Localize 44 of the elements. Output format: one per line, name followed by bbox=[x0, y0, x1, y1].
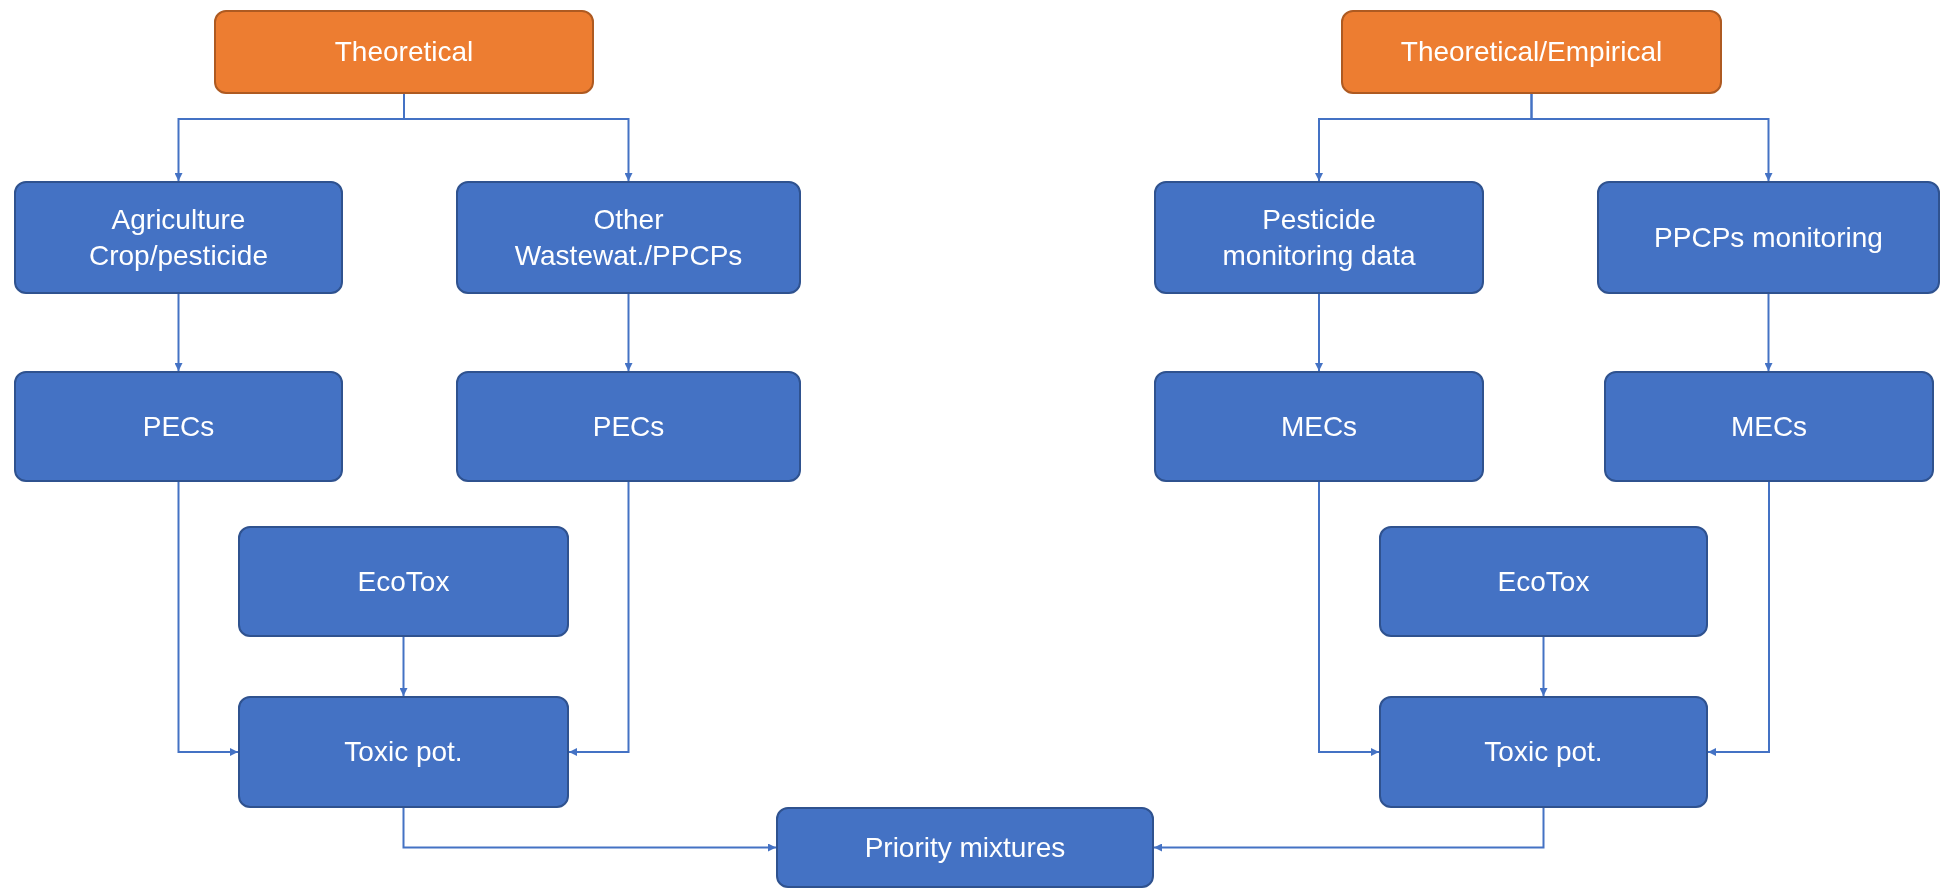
box-label: Toxic pot. bbox=[344, 735, 463, 769]
process-box bbox=[1379, 526, 1708, 637]
process-box bbox=[1379, 696, 1708, 808]
arrow bbox=[1539, 636, 1548, 697]
arrow bbox=[568, 481, 630, 756]
process-box bbox=[1154, 371, 1484, 482]
arrow bbox=[399, 636, 408, 697]
arrow bbox=[402, 807, 777, 852]
box-label: MECs bbox=[1730, 409, 1808, 444]
process-box bbox=[1154, 181, 1484, 294]
box-label: EcoTox bbox=[1497, 564, 1590, 599]
arrow bbox=[1707, 481, 1770, 756]
process-box bbox=[776, 807, 1154, 888]
box-label: PPCPs monitoring bbox=[1654, 220, 1883, 255]
arrow bbox=[624, 293, 633, 372]
box-label: Theoretical/Empirical bbox=[1400, 35, 1663, 69]
process-box bbox=[14, 371, 343, 482]
process-box bbox=[238, 696, 569, 808]
process-box bbox=[1597, 181, 1940, 294]
arrow bbox=[403, 93, 633, 182]
process-box bbox=[214, 10, 594, 94]
process-box bbox=[456, 181, 801, 294]
arrow bbox=[1530, 93, 1773, 182]
process-box bbox=[456, 371, 801, 482]
box-label: Theoretical bbox=[334, 35, 474, 69]
process-box bbox=[1341, 10, 1722, 94]
box-label: EcoTox bbox=[357, 564, 450, 599]
box-label: PECs bbox=[142, 409, 215, 444]
box-label: Pesticide monitoring data bbox=[1221, 202, 1417, 273]
process-box bbox=[238, 526, 569, 637]
arrow bbox=[1764, 293, 1773, 372]
arrow bbox=[1153, 807, 1545, 852]
arrow bbox=[1315, 293, 1323, 372]
arrow bbox=[177, 481, 239, 756]
box-label: PECs bbox=[592, 409, 665, 444]
process-box bbox=[14, 181, 343, 294]
process-box bbox=[1604, 371, 1934, 482]
box-label: MECs bbox=[1280, 409, 1358, 444]
box-label: Other Wastewat./PPCPs bbox=[513, 202, 744, 273]
box-label: Toxic pot. bbox=[1484, 735, 1603, 769]
arrow bbox=[174, 293, 183, 372]
arrow bbox=[1318, 481, 1380, 756]
box-label: Priority mixtures bbox=[864, 830, 1066, 865]
box-label: Agriculture Crop/pesticide bbox=[88, 202, 269, 273]
